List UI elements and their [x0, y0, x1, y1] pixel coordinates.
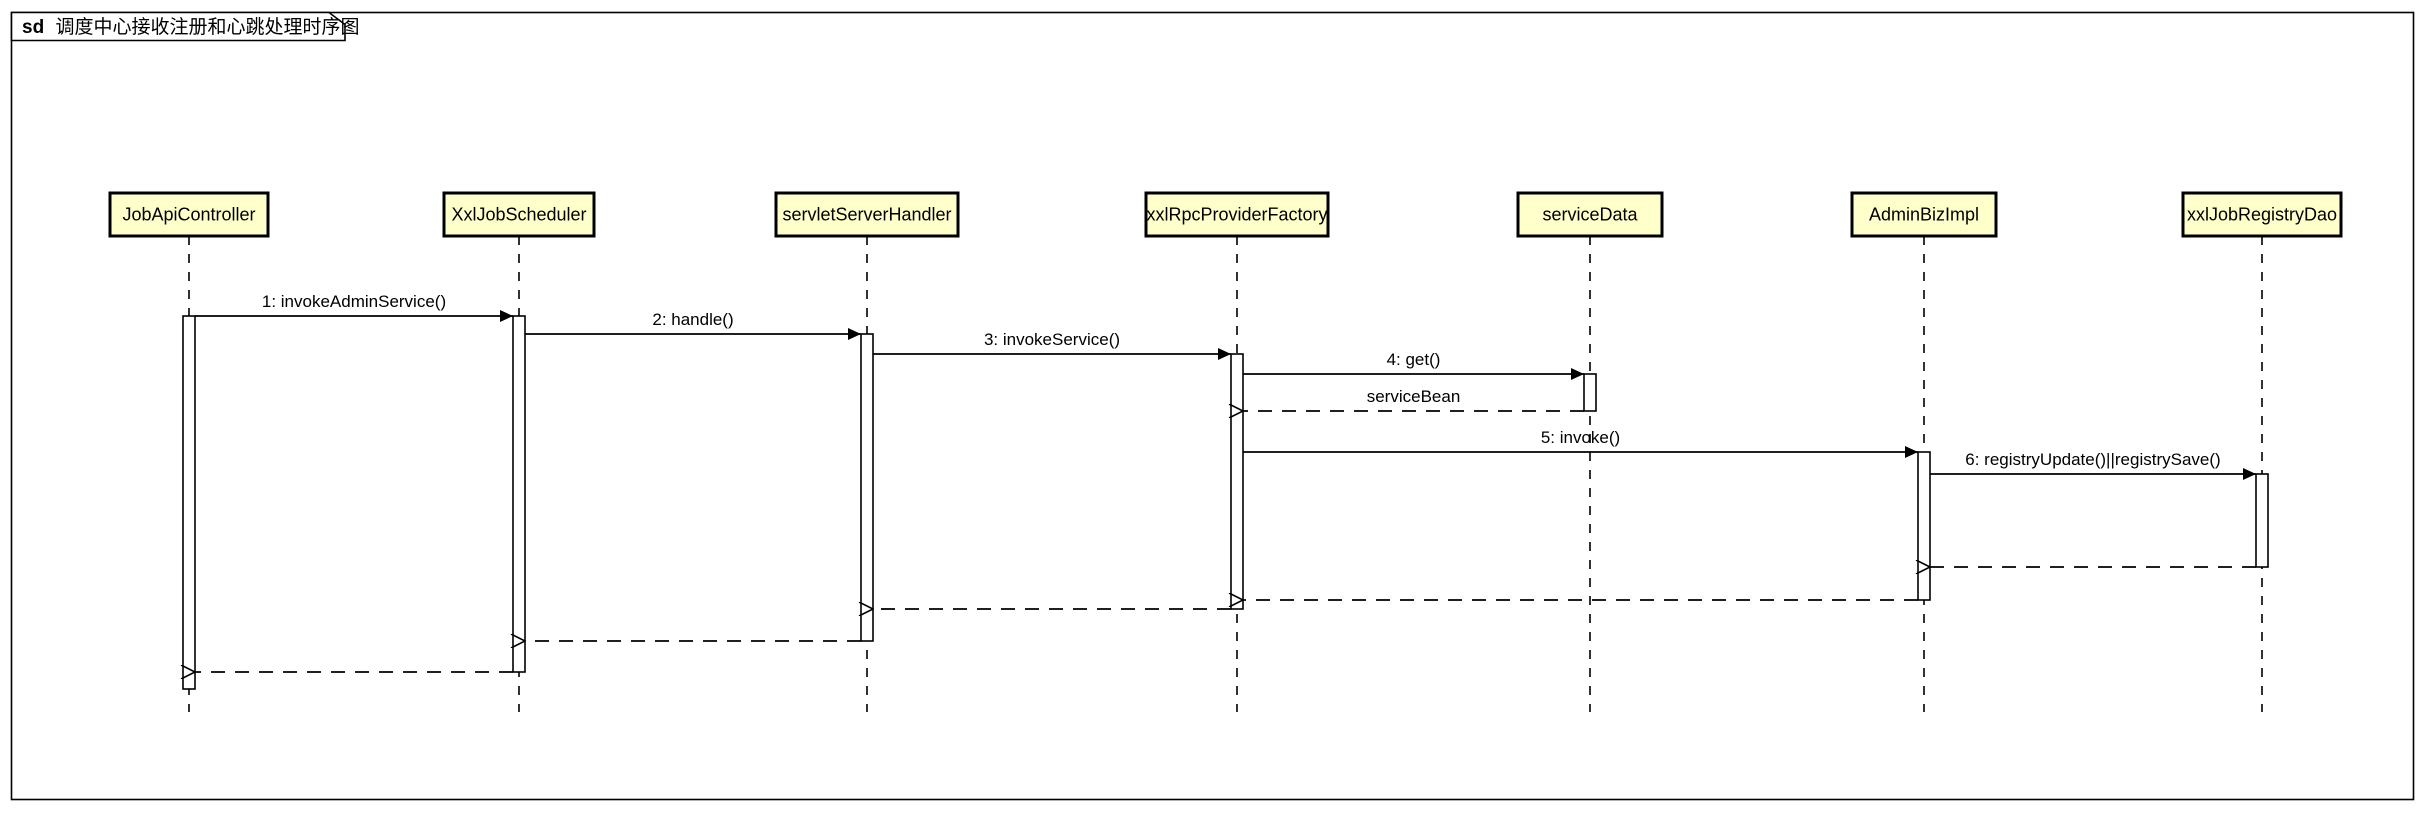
frame-title-tab-shape	[10, 11, 346, 42]
lifeline-label-jobApiController: JobApiController	[122, 205, 255, 225]
lifeline-box-adminBizImpl[interactable]	[1850, 191, 1998, 238]
lifeline-box-xxlJobScheduler[interactable]	[442, 191, 596, 238]
message-label-2: 2: handle()	[652, 310, 733, 329]
message-1: 1: invokeAdminService()	[195, 292, 513, 322]
message-5: 5: invoke()	[1243, 428, 1918, 458]
activation-bar-servletServerHandler	[860, 333, 874, 642]
activation-bar-xxlJobScheduler	[512, 315, 526, 673]
lifeline-head-xxlJobRegistryDao[interactable]: xxlJobRegistryDao	[2181, 191, 2343, 238]
lifeline-head-servletServerHandler[interactable]: servletServerHandler	[774, 191, 960, 238]
diagram-frame	[10, 11, 2415, 801]
lifeline-box-jobApiController[interactable]	[108, 191, 270, 238]
message-label-4: 4: get()	[1387, 350, 1441, 369]
message-r4: serviceBean	[1243, 387, 1584, 411]
activation-bars-layer	[182, 315, 2269, 690]
lifeline-label-xxlJobRegistryDao: xxlJobRegistryDao	[2187, 205, 2337, 225]
frame-border	[10, 11, 2415, 801]
lifeline-label-adminBizImpl: AdminBizImpl	[1869, 205, 1979, 225]
frame-title-tab: sd 调度中心接收注册和心跳处理时序图	[10, 11, 359, 42]
lifeline-label-servletServerHandler: servletServerHandler	[782, 205, 951, 225]
lifeline-head-xxlJobScheduler[interactable]: XxlJobScheduler	[442, 191, 596, 238]
lifeline-box-xxlJobRegistryDao[interactable]	[2181, 191, 2343, 238]
lifeline-head-xxlRpcProviderFactory[interactable]: xxlRpcProviderFactory	[1144, 191, 1330, 238]
lifeline-box-xxlRpcProviderFactory[interactable]	[1144, 191, 1330, 238]
message-label-r4: serviceBean	[1367, 387, 1461, 406]
lifeline-head-serviceData[interactable]: serviceData	[1516, 191, 1664, 238]
frame-title-label: 调度中心接收注册和心跳处理时序图	[55, 16, 359, 38]
activation-bar-xxlRpcProviderFactory	[1230, 353, 1244, 610]
lifeline-label-serviceData: serviceData	[1542, 205, 1638, 225]
message-2: 2: handle()	[525, 310, 861, 340]
message-label-6: 6: registryUpdate()||registrySave()	[1965, 450, 2220, 469]
lifeline-box-serviceData[interactable]	[1516, 191, 1664, 238]
messages-layer: 1: invokeAdminService() 2: handle() 3: inv…	[195, 292, 2256, 672]
activation-bar-xxlJobRegistryDao	[2255, 473, 2269, 568]
lifeline-box-servletServerHandler[interactable]	[774, 191, 960, 238]
lifeline-label-xxlJobScheduler: XxlJobScheduler	[451, 205, 586, 225]
frame-title-text: sd 调度中心接收注册和心跳处理时序图	[22, 16, 359, 38]
activation-bar-serviceData	[1583, 373, 1597, 412]
activation-bar-adminBizImpl	[1917, 451, 1931, 601]
lifeline-head-adminBizImpl[interactable]: AdminBizImpl	[1850, 191, 1998, 238]
message-6: 6: registryUpdate()||registrySave()	[1930, 450, 2256, 480]
lifeline-label-xxlRpcProviderFactory: xxlRpcProviderFactory	[1146, 205, 1327, 225]
lifeline-heads-layer: JobApiController XxlJobScheduler servletSe…	[108, 191, 2343, 238]
message-label-5: 5: invoke()	[1541, 428, 1620, 447]
activation-bar-jobApiController	[182, 315, 196, 690]
message-4: 4: get()	[1243, 350, 1584, 380]
lifeline-head-jobApiController[interactable]: JobApiController	[108, 191, 270, 238]
message-label-3: 3: invokeService()	[984, 330, 1120, 349]
message-3: 3: invokeService()	[873, 330, 1231, 360]
frame-keyword: sd	[22, 17, 44, 38]
message-label-1: 1: invokeAdminService()	[262, 292, 446, 311]
